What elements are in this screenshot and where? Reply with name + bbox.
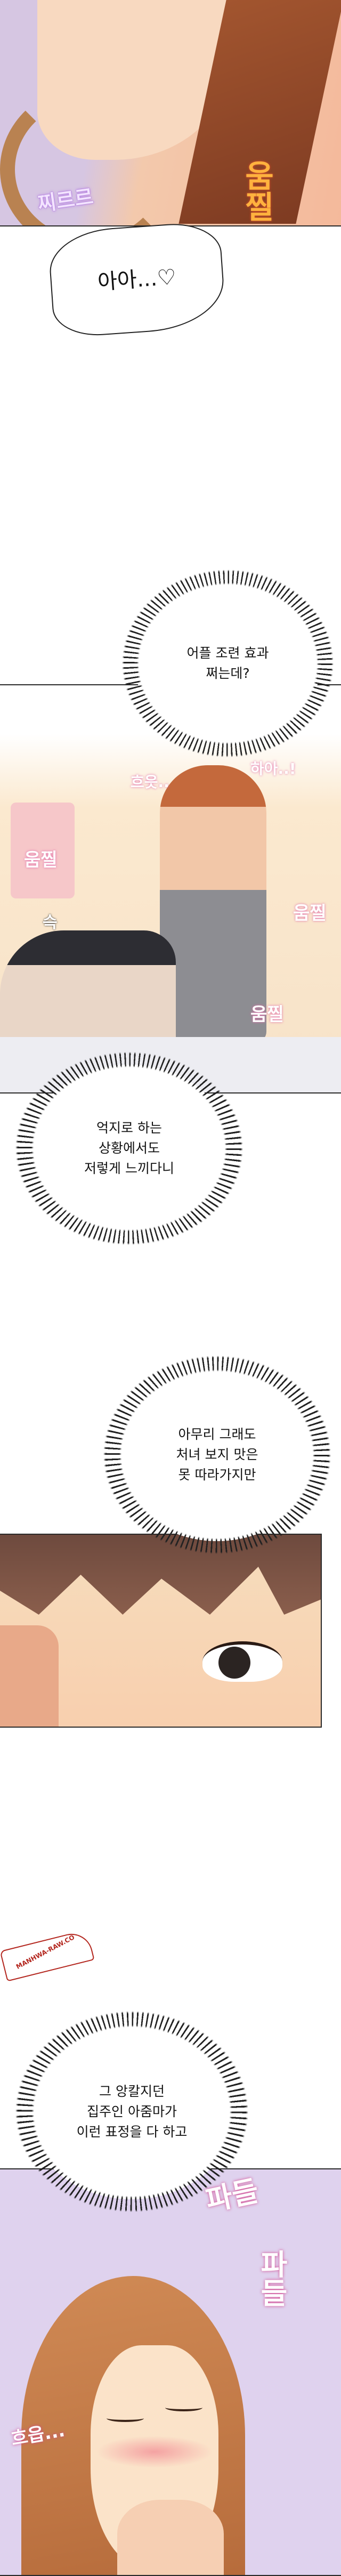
speech-text: 아아...♡ bbox=[96, 264, 177, 295]
comic-panel-4: 파들 파들 흐읍... bbox=[0, 2168, 341, 2576]
sfx-text: 움찔 bbox=[293, 903, 327, 924]
hand-illustration bbox=[117, 2500, 224, 2575]
thought-text: 이런 표정을 다 하고 bbox=[76, 2124, 188, 2140]
pupil-illustration bbox=[218, 1647, 250, 1679]
closed-eye-illustration bbox=[165, 2404, 202, 2411]
female-character-illustration bbox=[160, 765, 266, 1042]
thought-text: 어플 조련 효과 bbox=[186, 645, 269, 661]
sfx-text: 파들 bbox=[255, 2249, 288, 2307]
sfx-text: 하아..! bbox=[250, 760, 296, 777]
thought-text: 집주인 아줌마가 bbox=[87, 2103, 177, 2119]
thought-text: 쩌는데? bbox=[206, 666, 250, 681]
thought-text: 상황에서도 bbox=[98, 1140, 160, 1156]
sfx-text: 움찔 bbox=[24, 849, 58, 871]
watermark-logo: MANHWA-RAW.CO bbox=[0, 1929, 95, 1982]
closed-eye-illustration bbox=[107, 2415, 144, 2422]
eye-illustration bbox=[202, 1641, 282, 1682]
sfx-text: 흐읏.. bbox=[131, 773, 169, 791]
thought-bubble: 아무리 그래도 처녀 보지 맛은 못 따라가지만 bbox=[117, 1370, 317, 1540]
hair-illustration bbox=[0, 1535, 321, 1615]
thought-bubble: 그 앙칼지던 집주인 아줌마가 이런 표정을 다 하고 bbox=[29, 2025, 234, 2198]
second-face-illustration bbox=[0, 1625, 59, 1727]
watermark-figure bbox=[0, 1929, 95, 1982]
background-room-illustration bbox=[11, 803, 75, 898]
thought-text: 못 따라가지만 bbox=[178, 1467, 256, 1483]
sfx-text: 슥 bbox=[43, 913, 58, 932]
thought-text: 그 앙칼지던 bbox=[99, 2083, 165, 2099]
thought-text: 아무리 그래도 bbox=[178, 1427, 256, 1442]
sfx-text: 움찔 bbox=[239, 160, 275, 222]
thought-text: 억지로 하는 bbox=[96, 1120, 162, 1136]
blush-illustration bbox=[96, 2436, 213, 2468]
thought-bubble: 어플 조련 효과 쩌는데? bbox=[136, 584, 320, 743]
thought-text: 저렇게 느끼다니 bbox=[84, 1161, 174, 1176]
comic-panel-2: 흐읏.. 하아..! 움찔 움찔 움찔 슥 bbox=[0, 684, 341, 1093]
speech-bubble: 아아...♡ bbox=[47, 220, 227, 339]
comic-panel-1: 찌르르 움찔 bbox=[0, 0, 341, 226]
comic-panel-3 bbox=[0, 1534, 322, 1728]
thought-text: 처녀 보지 맛은 bbox=[176, 1447, 258, 1462]
thought-bubble: 억지로 하는 상황에서도 저렇게 느끼다니 bbox=[29, 1066, 229, 1231]
sfx-text: 움찔 bbox=[250, 1004, 284, 1025]
